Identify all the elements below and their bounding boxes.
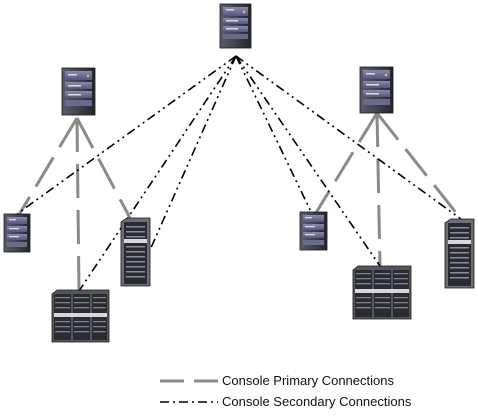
top-server-icon [219,3,252,49]
primary-connection-line [75,117,132,219]
secondary-connection-line [16,55,237,215]
primary-connection-line [375,112,463,220]
primary-connections [15,112,463,292]
primary-connection-line [312,112,379,217]
left-hub-server-icon [61,67,96,116]
right-hub-server-icon [359,66,394,114]
secondary-connection-line [149,55,237,251]
right-tower-server-icon [444,218,475,289]
secondary-connection-line [235,55,315,219]
primary-connection-line [375,112,382,267]
legend-primary-label: Console Primary Connections [222,373,394,388]
legend-secondary-label: Console Secondary Connections [222,394,412,409]
secondary-connection-line [78,55,237,292]
primary-connection-line [15,117,79,219]
left-tower-server-icon [120,217,151,287]
left-rack-server-icon [51,289,110,343]
left-small-server-icon [3,213,31,253]
secondary-connections [16,55,462,292]
right-rack-server-icon [352,265,412,320]
secondary-connection-line [235,55,381,267]
secondary-connection-line [235,55,462,220]
right-small-server-icon [299,211,328,251]
primary-connection-line [75,117,81,292]
